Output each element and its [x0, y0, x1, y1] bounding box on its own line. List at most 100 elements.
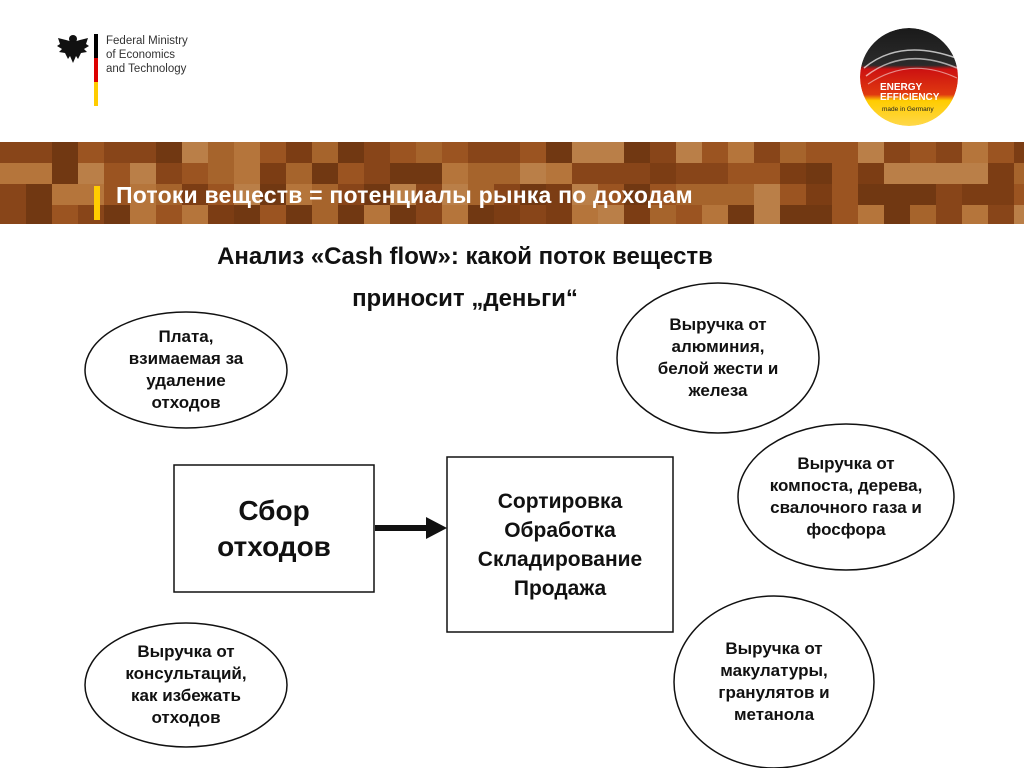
band-tile	[234, 205, 260, 224]
band-tile	[26, 205, 52, 224]
band-tile	[650, 142, 676, 163]
band-tile	[702, 142, 728, 163]
band-tile	[104, 163, 130, 184]
compost-ellipse	[737, 423, 955, 571]
fee-ellipse	[84, 311, 288, 429]
band-tile	[416, 184, 442, 205]
band-tile	[338, 184, 364, 205]
band-tile	[936, 184, 962, 205]
band-tile	[312, 205, 338, 224]
band-tile	[598, 205, 624, 224]
band-tile	[546, 163, 572, 184]
band-tile	[702, 205, 728, 224]
band-tile	[936, 205, 962, 224]
band-tile	[624, 184, 650, 205]
band-tile	[572, 205, 598, 224]
band-tile	[0, 142, 26, 163]
consulting-label: Выручка от консультаций, как избежать от…	[125, 642, 247, 727]
band-tile	[988, 142, 1014, 163]
collection-label: Сбор отходов	[217, 494, 331, 562]
band-tile	[702, 163, 728, 184]
band-tile	[962, 163, 988, 184]
band-tile	[156, 205, 182, 224]
band-tile	[858, 142, 884, 163]
band-tile	[442, 184, 468, 205]
band-tile	[936, 163, 962, 184]
band-tile	[182, 205, 208, 224]
band-tile	[156, 184, 182, 205]
band-tile	[910, 184, 936, 205]
band-tile	[78, 142, 104, 163]
band-tile	[884, 184, 910, 205]
band-tile	[338, 205, 364, 224]
band-tile	[598, 184, 624, 205]
band-tile	[52, 142, 78, 163]
german-flag-bar	[94, 34, 98, 106]
band-tile	[468, 184, 494, 205]
band-tile	[858, 184, 884, 205]
band-tile	[1014, 184, 1024, 205]
fee-label: Плата, взимаемая за удаление отходов	[128, 327, 244, 412]
band-tile	[442, 163, 468, 184]
band-tile	[260, 163, 286, 184]
band-tile	[520, 163, 546, 184]
band-tile	[546, 184, 572, 205]
ministry-logo: Federal Ministry of Economics and Techno…	[56, 32, 206, 108]
band-tile	[754, 142, 780, 163]
band-tile	[806, 163, 832, 184]
band-tile	[130, 184, 156, 205]
band-tile	[754, 205, 780, 224]
band-tile	[260, 205, 286, 224]
band-tile	[234, 163, 260, 184]
band-tile	[390, 163, 416, 184]
band-tile	[0, 184, 26, 205]
band-tile	[936, 142, 962, 163]
band-tile	[780, 142, 806, 163]
band-tile	[286, 163, 312, 184]
band-tile	[468, 205, 494, 224]
band-tile	[442, 142, 468, 163]
band-tile	[130, 142, 156, 163]
band-tile	[780, 163, 806, 184]
collection-box	[173, 464, 375, 593]
band-tile	[728, 163, 754, 184]
band-tile	[468, 142, 494, 163]
band-tile	[832, 184, 858, 205]
band-tile	[104, 205, 130, 224]
band-tile	[884, 142, 910, 163]
band-shade	[0, 142, 1024, 224]
band-tile	[962, 205, 988, 224]
band-tile	[988, 205, 1014, 224]
band-tile	[156, 163, 182, 184]
band-tile	[208, 184, 234, 205]
band-tile	[728, 205, 754, 224]
processing-box	[446, 456, 674, 633]
band-tile	[494, 142, 520, 163]
band-tile	[650, 163, 676, 184]
band-tile	[1014, 142, 1024, 163]
paper-label: Выручка от макулатуры, гранулятов и мета…	[718, 639, 830, 724]
band-tile	[676, 205, 702, 224]
processing-label: Сортировка Обработка Складирование Прода…	[477, 489, 643, 600]
energy-efficiency-logo-icon: ENERGY EFFICIENCY made in Germany	[860, 28, 958, 126]
subtitle-line2: приносит „деньги“	[352, 285, 578, 312]
band-tile	[910, 163, 936, 184]
metals-label: Выручка от алюминия, белой жести и желез…	[657, 315, 779, 400]
band-tile	[416, 205, 442, 224]
band-tile	[962, 142, 988, 163]
band-tile	[650, 205, 676, 224]
band-tile	[702, 184, 728, 205]
band-tile	[884, 205, 910, 224]
band-tile	[520, 184, 546, 205]
subtitle-line1: Анализ «Cash flow»: какой поток веществ	[217, 243, 713, 270]
band-tile	[624, 142, 650, 163]
band-tile	[650, 184, 676, 205]
band-tile	[572, 163, 598, 184]
band-tile	[858, 205, 884, 224]
band-tile	[416, 163, 442, 184]
arrow-right-icon	[375, 517, 447, 539]
band-tile	[0, 205, 26, 224]
consulting-ellipse	[84, 622, 288, 748]
band-tile	[390, 184, 416, 205]
